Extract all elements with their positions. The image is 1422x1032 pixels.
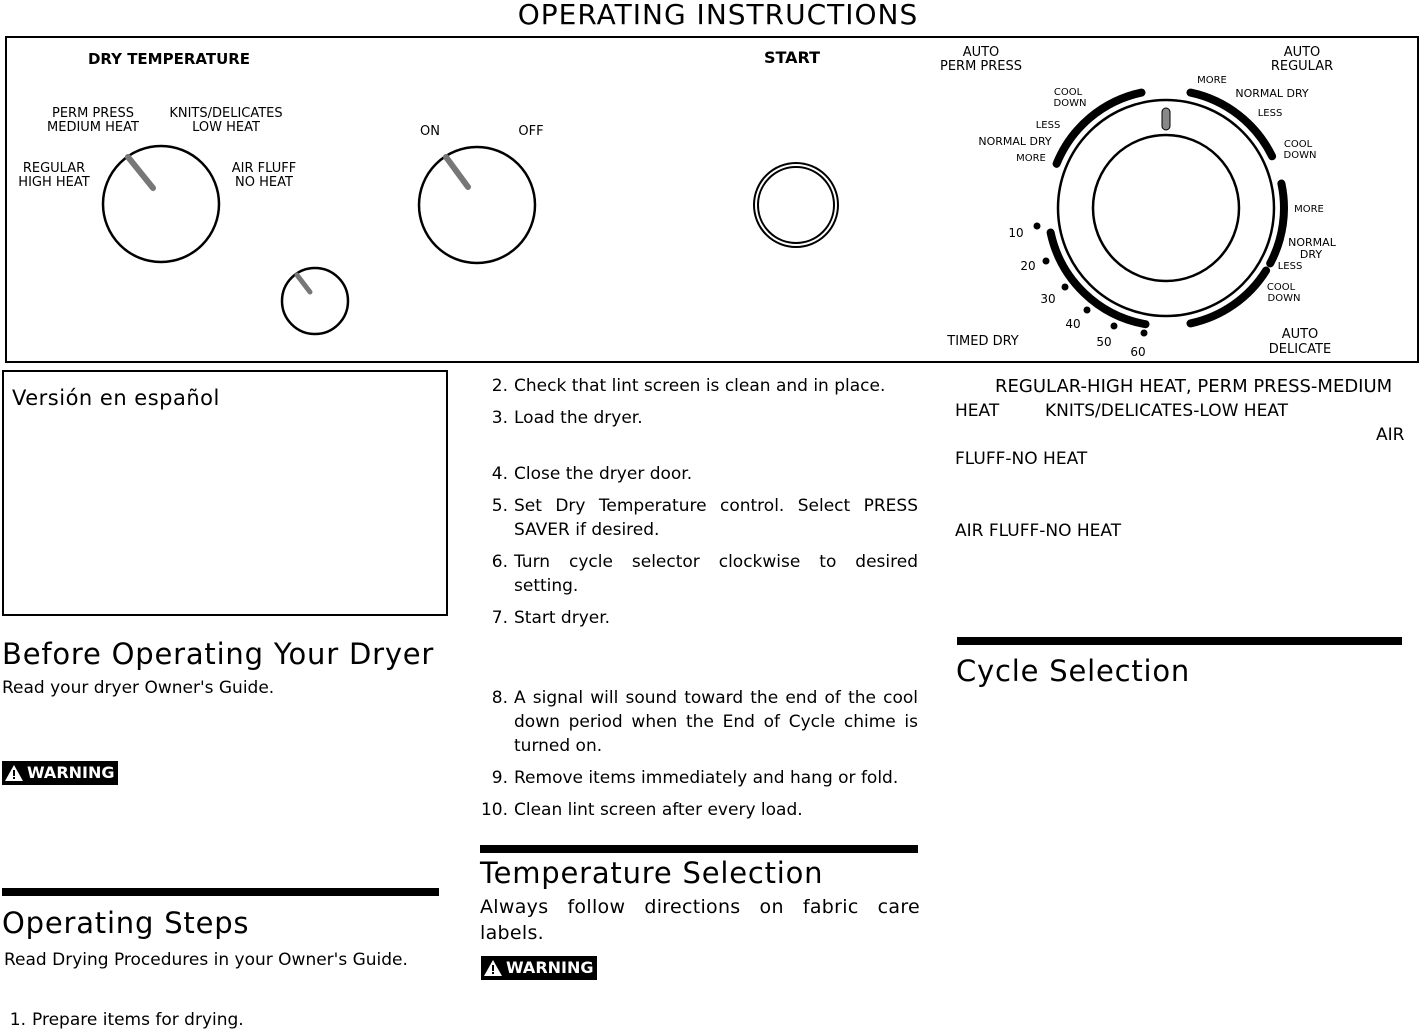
knits-label-2: LOW HEAT [192, 120, 260, 135]
normal-dry-label-3b: DRY [1300, 248, 1322, 261]
warning-badge-2: WARNING [481, 956, 597, 980]
step-item: 4. Close the dryer door. [491, 464, 693, 484]
temp-settings-line-2a: HEAT [955, 401, 1000, 421]
normal-dry-label-1: NORMAL DRY [978, 135, 1052, 148]
knits-label-1: KNITS/DELICATES [169, 106, 282, 121]
air-fluff-label-2: NO HEAT [235, 175, 293, 190]
on-off-knob[interactable] [417, 145, 537, 265]
control-panel-drawing: DRY TEMPERATURE PERM PRESS MEDIUM HEAT K… [18, 45, 1337, 359]
regular-label-2: HIGH HEAT [18, 175, 89, 190]
minutes-50: 50 [1096, 335, 1111, 349]
step-item: 6. Turn cycle selector clockwise to desi… [491, 552, 918, 596]
timer-dot [1110, 322, 1118, 330]
minutes-30: 30 [1040, 292, 1055, 306]
auto-delicate-label-2: DELICATE [1269, 342, 1331, 357]
operating-steps-intro: Read Drying Procedures in your Owner's G… [4, 950, 408, 970]
press-saver-knob[interactable] [280, 266, 350, 336]
cool-down-label-1a: COOL [1054, 87, 1083, 98]
start-button[interactable] [753, 162, 839, 248]
section-divider [957, 637, 1402, 645]
cool-down-label-3b: DOWN [1268, 293, 1301, 304]
control-panel-diagram: DRY TEMPERATURE PERM PRESS MEDIUM HEAT K… [5, 36, 1419, 363]
warning-label-2: WARNING [506, 958, 594, 977]
temp-settings-line-2b: KNITS/DELICATES-LOW HEAT [1045, 401, 1289, 421]
section-divider [480, 845, 918, 853]
step-item: 7. Start dryer. [491, 608, 611, 628]
page-title: OPERATING INSTRUCTIONS [517, 0, 919, 31]
minutes-40: 40 [1065, 317, 1080, 331]
less-label-2: LESS [1258, 108, 1283, 119]
step-item: 5. Set Dry Temperature control. Select P… [491, 496, 918, 540]
off-label: OFF [518, 124, 543, 139]
timer-dot [1083, 306, 1091, 314]
timer-dot [1140, 329, 1148, 337]
normal-dry-label-3a: NORMAL [1288, 236, 1337, 249]
temp-settings-line-4: FLUFF-NO HEAT [955, 449, 1088, 469]
auto-perm-press-label-2: PERM PRESS [940, 59, 1022, 74]
spanish-version-label: Versión en español [12, 386, 220, 410]
air-fluff-label-1: AIR FLUFF [232, 161, 296, 176]
auto-delicate-label-1: AUTO [1282, 327, 1319, 342]
on-label: ON [420, 124, 440, 139]
step-item: 9. Remove items immediately and hang or … [491, 768, 899, 788]
auto-perm-press-label-1: AUTO [963, 45, 1000, 60]
cool-down-label-1b: DOWN [1054, 98, 1087, 109]
timed-dry-label: TIMED DRY [946, 334, 1019, 349]
step-item: 2. Check that lint screen is clean and i… [491, 376, 886, 396]
cool-down-label-2b: DOWN [1284, 150, 1317, 161]
step-item: 10. Clean lint screen after every load. [480, 800, 803, 820]
spanish-version-box: Versión en español [2, 370, 448, 616]
temp-settings-line-1: REGULAR-HIGH HEAT, PERM PRESS-MEDIUM [995, 376, 1393, 397]
temp-settings-line-5: AIR FLUFF-NO HEAT [955, 521, 1122, 541]
before-operating-heading: Before Operating Your Dryer [2, 637, 435, 671]
cool-down-label-3a: COOL [1267, 282, 1296, 293]
auto-regular-label-2: REGULAR [1271, 59, 1333, 74]
cycle-selection-heading: Cycle Selection [956, 654, 1191, 688]
temperature-selection-heading: Temperature Selection [480, 856, 824, 890]
more-label-3: MORE [1294, 204, 1324, 215]
operating-steps-heading: Operating Steps [2, 906, 250, 940]
cycle-selector-dial[interactable] [1033, 88, 1288, 337]
temperature-knob[interactable] [101, 144, 221, 264]
warning-triangle-icon [484, 960, 502, 976]
cool-down-label-2a: COOL [1284, 139, 1313, 150]
temperature-selection-text: Always follow directions on fabric care … [480, 896, 920, 944]
temp-settings-line-3: AIR [1376, 425, 1405, 445]
step-item: 8. A signal will sound toward the end of… [491, 688, 918, 756]
auto-regular-label-1: AUTO [1284, 45, 1321, 60]
warning-triangle-icon [5, 765, 23, 781]
section-divider [2, 888, 439, 896]
perm-press-label-1: PERM PRESS [52, 106, 134, 121]
regular-label-1: REGULAR [23, 161, 85, 176]
timer-dot [1033, 222, 1041, 230]
more-label-2: MORE [1197, 75, 1227, 86]
less-label-3: LESS [1278, 261, 1303, 272]
start-label: START [764, 48, 820, 67]
warning-badge-1: WARNING [2, 761, 118, 785]
minutes-10: 10 [1008, 226, 1023, 240]
more-label-1: MORE [1016, 153, 1046, 164]
step-item: 3. Load the dryer. [491, 408, 643, 428]
warning-label-1: WARNING [27, 763, 115, 782]
timer-dot [1061, 283, 1069, 291]
dry-temperature-label: DRY TEMPERATURE [88, 50, 250, 68]
timer-dot [1042, 257, 1050, 265]
step-item: 1. Prepare items for drying. [9, 1010, 244, 1030]
less-label-1: LESS [1036, 120, 1061, 131]
before-operating-text: Read your dryer Owner's Guide. [2, 678, 275, 698]
perm-press-label-2: MEDIUM HEAT [47, 120, 139, 135]
minutes-20: 20 [1020, 259, 1035, 273]
minutes-60: 60 [1130, 345, 1145, 359]
normal-dry-label-2: NORMAL DRY [1235, 87, 1309, 100]
